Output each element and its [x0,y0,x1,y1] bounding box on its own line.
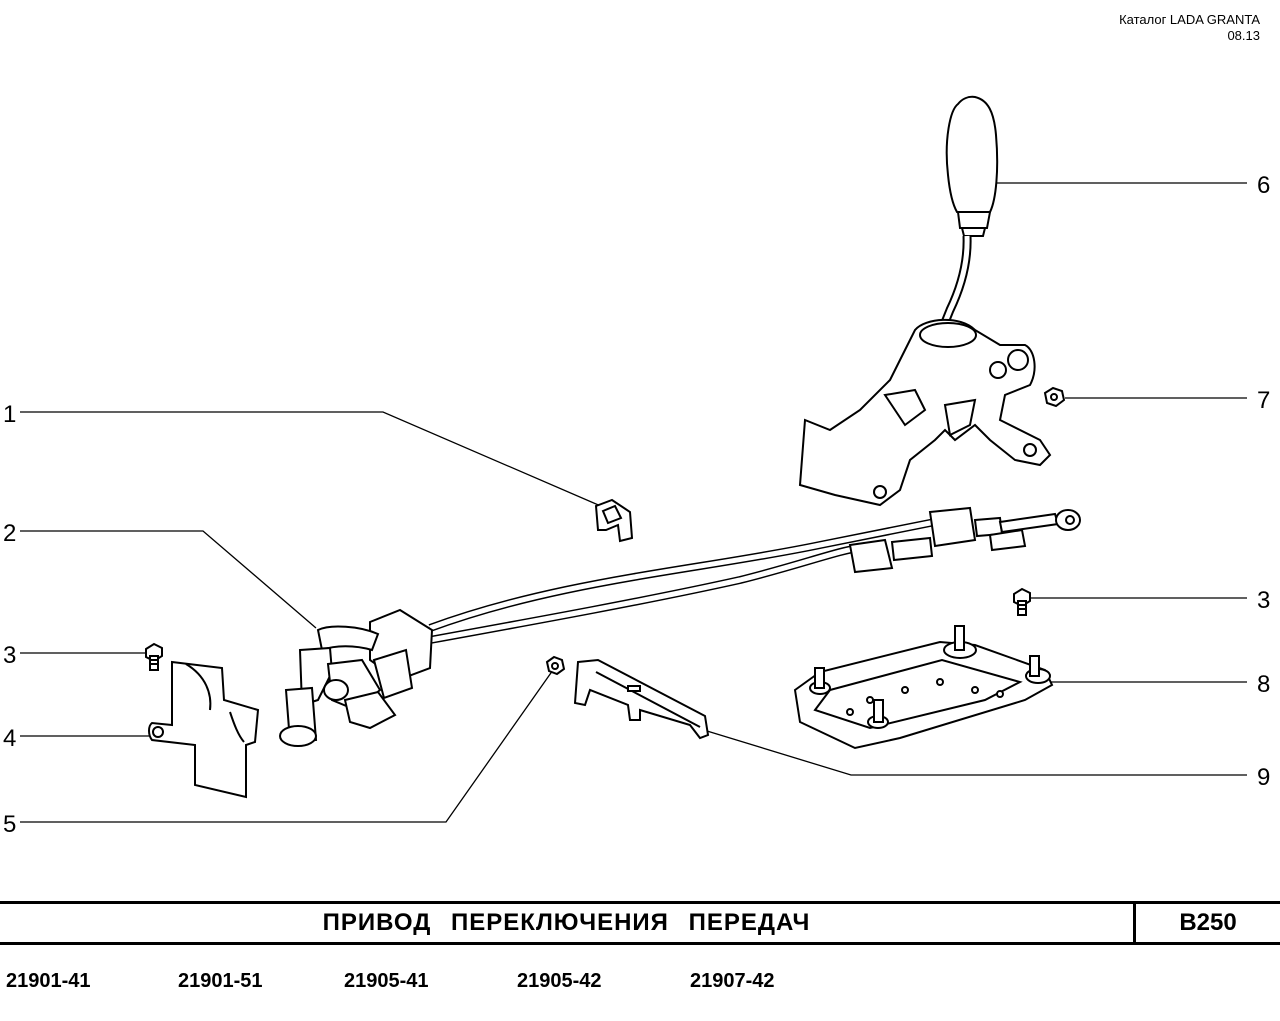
section-code: B250 [1179,909,1237,936]
callout-9: 9 [1257,764,1270,791]
leader-lines [20,182,1247,823]
model-code: 21901-51 [178,970,263,992]
bracket-9 [573,658,710,740]
footer-divider [1133,904,1136,942]
footer-title-bar: ПРИВОД ПЕРЕКЛЮЧЕНИЯ ПЕРЕДАЧ B250 [0,901,1280,945]
leader-line-9 [706,730,1247,776]
model-list: 21901-41 21901-51 21905-41 21905-42 2190… [0,970,1280,998]
cable-ends-lower [279,608,434,747]
parts-diagram: 1 2 3 4 5 6 7 3 8 9 [3,95,1270,838]
nut-7 [1043,386,1066,408]
catalog-header: Каталог LADA GRANTA 08.13 [1119,12,1260,44]
catalog-date: 08.13 [1227,28,1260,43]
model-code: 21907-42 [690,970,775,992]
callout-3-left: 3 [3,642,16,669]
section-title: ПРИВОД ПЕРЕКЛЮЧЕНИЯ ПЕРЕДАЧ [322,909,811,936]
model-code: 21901-41 [6,970,91,992]
callout-2: 2 [3,520,16,547]
bracket-4 [148,660,260,799]
shift-cables [428,518,936,644]
callout-numbers: 1 2 3 4 5 6 7 3 8 9 [3,172,1270,838]
callout-1: 1 [3,401,16,428]
leader-line-5 [20,669,554,823]
model-code: 21905-42 [517,970,602,992]
clip-1 [594,498,634,543]
callout-6: 6 [1257,172,1270,199]
bolt-3-left [145,642,163,671]
leader-line-2 [20,530,317,629]
leader-line-1 [20,411,604,508]
callout-3-right: 3 [1257,587,1270,614]
callout-7: 7 [1257,387,1270,414]
catalog-title: Каталог LADA GRANTA [1119,12,1260,27]
base-plate-8 [793,625,1054,750]
lever-housing [798,318,1052,507]
bolt-3-right [1013,587,1031,616]
gear-lever [937,95,999,332]
cable-ends-upper [848,506,1081,574]
callout-8: 8 [1257,671,1270,698]
callout-5: 5 [3,811,16,838]
nut-5 [545,655,566,676]
model-code: 21905-41 [344,970,429,992]
callout-4: 4 [3,725,16,752]
